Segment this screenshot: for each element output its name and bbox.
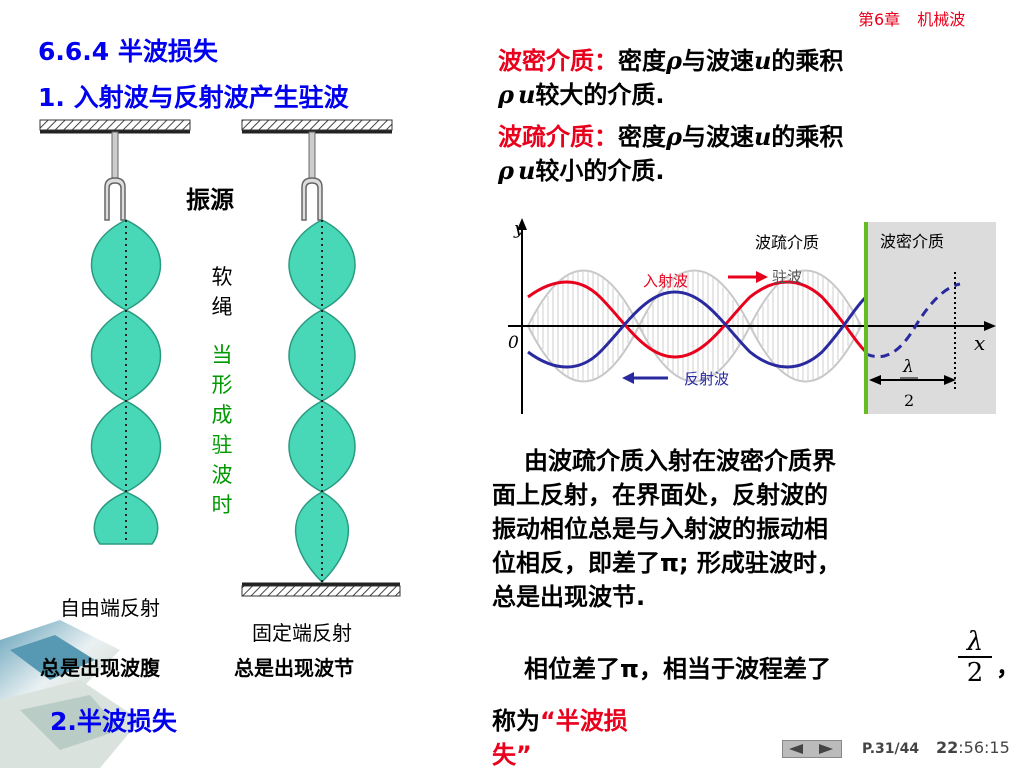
fixed-end-result: 总是出现波节 — [234, 656, 354, 680]
dense-text-c: 的乘积 — [771, 47, 844, 75]
free-end-label: 自由端反射 — [60, 596, 160, 620]
transmitted-wave-dashed — [865, 282, 961, 359]
next-slide-icon[interactable] — [819, 744, 833, 754]
dense-text-b: 与波速 — [681, 47, 754, 75]
rope-label-char: 软 — [211, 265, 233, 289]
dense-def-line1: 波密介质：密度ρ与波速u的乘积 — [498, 44, 998, 78]
rho-symbol: ρ — [498, 80, 514, 109]
section-2-heading: 2.半波损失 — [50, 707, 177, 736]
rho-symbol: ρ — [666, 46, 682, 75]
chapter-header: 第6章 机械波 — [858, 6, 965, 30]
condition-char: 波 — [211, 463, 233, 487]
sparse-term: 波疏介质： — [498, 123, 618, 151]
rho-symbol: ρ — [666, 122, 682, 151]
rope-label: 软 绳 — [210, 262, 234, 322]
sparse-text-c: 的乘积 — [771, 123, 844, 151]
fraction-denominator: 2 — [958, 656, 992, 688]
sparse-text-d: 较小的介质. — [535, 157, 665, 185]
reflected-wave-curve — [527, 290, 868, 369]
clock: 22:56:15 — [936, 738, 1010, 757]
half-wave-loss-term: “半波损 — [540, 707, 628, 735]
floor-fixed-end — [241, 585, 401, 597]
wave-reflection-diagram: y x 0 波疏介质 波密介质 入射波 驻波 反射波 λ 2 — [508, 218, 996, 414]
u-symbol: u — [753, 46, 772, 75]
standing-wave-label: 驻波 — [772, 268, 802, 286]
rope-label-char: 绳 — [211, 295, 233, 319]
condition-char: 当 — [211, 343, 233, 367]
books-decoration — [0, 620, 140, 768]
explanation-line: 位相反，即差了π; 形成驻波时， — [492, 549, 841, 577]
dense-text-d: 较大的介质. — [535, 81, 665, 109]
called-label: 称为 — [492, 707, 540, 735]
standing-wave-condition-label: 当 形 成 驻 波 时 — [210, 340, 234, 520]
phase-difference-text: 相位差了π，相当于波程差了 — [524, 655, 831, 683]
condition-char: 驻 — [211, 433, 233, 457]
condition-char: 成 — [211, 403, 233, 427]
chapter-number: 第6章 — [858, 10, 901, 29]
clock-rest: :56:15 — [958, 738, 1010, 757]
explanation-paragraph: 由波疏介质入射在波密介质界 面上反射，在界面处，反射波的 振动相位总是与入射波的… — [492, 444, 992, 614]
ceiling-right — [241, 119, 393, 131]
page-indicator: P.31/44 — [862, 741, 920, 757]
dense-medium-label: 波密介质 — [880, 232, 944, 251]
fixed-end-label: 固定端反射 — [252, 621, 352, 645]
condition-char: 形 — [211, 373, 233, 397]
u-symbol: u — [753, 122, 772, 151]
sparse-text-b: 与波速 — [681, 123, 754, 151]
rope-experiment-illustration — [39, 119, 401, 597]
subsection-heading: 1. 入射波与反射波产生驻波 — [38, 83, 349, 112]
prev-slide-icon[interactable] — [789, 744, 803, 754]
ceiling-left — [39, 119, 191, 131]
trailing-comma: ， — [996, 653, 1020, 681]
fraction-numerator: λ — [966, 627, 984, 657]
dense-term: 波密介质： — [498, 47, 618, 75]
rho-symbol: ρ — [498, 156, 514, 185]
sparse-def-line1: 波疏介质：密度ρ与波速u的乘积 — [498, 120, 998, 154]
explanation-line: 由波疏介质入射在波密介质界 — [524, 447, 836, 475]
origin-label: 0 — [508, 333, 519, 353]
u-symbol: u — [517, 156, 536, 185]
two-label: 2 — [904, 391, 914, 410]
reflected-wave-label: 反射波 — [684, 370, 729, 388]
sparse-text-a: 密度 — [618, 123, 666, 151]
chapter-title: 机械波 — [917, 10, 966, 29]
condition-char: 时 — [211, 493, 233, 517]
x-axis-label: x — [974, 331, 985, 355]
explanation-line: 面上反射，在界面处，反射波的 — [492, 481, 828, 509]
lambda-over-two-fraction: λ 2 — [958, 628, 992, 688]
clock-hours: 22 — [936, 738, 959, 757]
explanation-line: 总是出现波节. — [492, 583, 646, 611]
tuning-fork-left — [104, 177, 126, 221]
called-text: 称为“半波损 — [492, 704, 628, 738]
sparse-medium-label: 波疏介质 — [755, 233, 819, 252]
incident-wave-label: 入射波 — [643, 272, 688, 290]
tuning-fork-right — [301, 177, 323, 221]
u-symbol: u — [517, 80, 536, 109]
y-axis-label: y — [513, 218, 525, 239]
half-wave-loss-term-end: 失” — [492, 741, 532, 769]
dense-text-a: 密度 — [618, 47, 666, 75]
dense-medium-region — [866, 222, 996, 414]
section-heading: 6.6.4 半波损失 — [38, 37, 218, 66]
incident-wave-curve — [527, 280, 868, 359]
lambda-label: λ — [902, 357, 914, 377]
explanation-line: 振动相位总是与入射波的振动相 — [492, 515, 828, 543]
free-end-result: 总是出现波腹 — [40, 656, 160, 680]
slide-navigation — [782, 740, 842, 758]
source-label: 振源 — [186, 186, 234, 214]
